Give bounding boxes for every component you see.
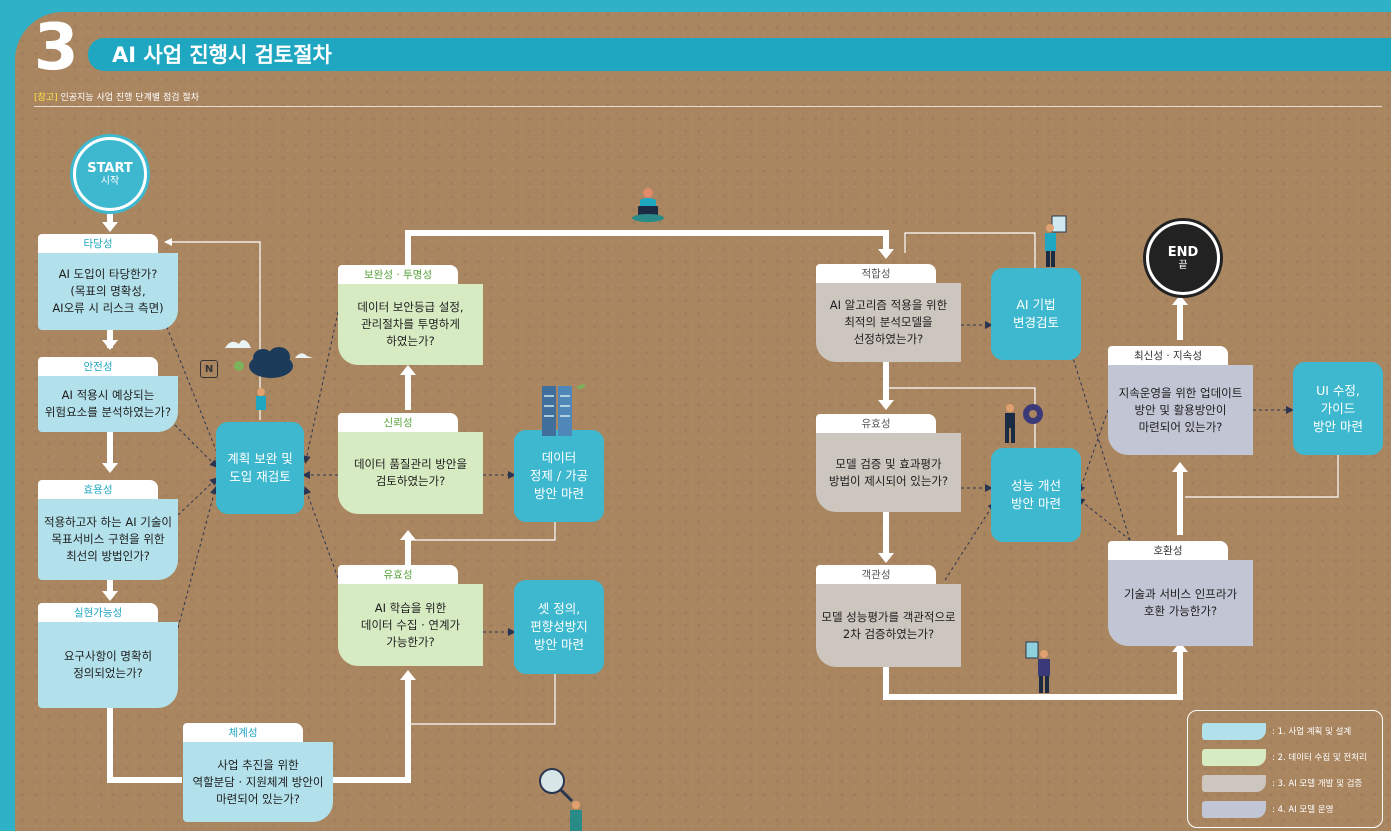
end-node: END 끝 [1146,221,1220,295]
card-validity: AI 도입이 타당한가? (목표의 명확성, AI오류 시 리스크 측면) [38,253,178,330]
card-objectivity: 모델 성능평가를 객관적으로 2차 검증하였는가? [816,584,961,667]
tab-feasibility: 실현가능성 [38,603,158,622]
legend-label: : 2. 데이터 수집 및 전처리 [1272,753,1367,763]
section-number: 3 [34,11,79,85]
tab-suitability: 적합성 [816,264,936,283]
tab-validity: 타당성 [38,234,158,253]
legend-item: : 3. AI 모델 개발 및 검증 [1202,775,1382,793]
cloud-network-illustration [225,340,313,410]
box-plan-review: 계획 보완 및 도입 재검토 [216,422,304,514]
card-reliability: 데이터 품질관리 방안을 검토하였는가? [338,432,483,514]
person-gear-illustration [1005,404,1043,443]
subtitle-text: 인공지능 사업 진행 단계별 점검 절차 [60,93,199,103]
person-laptop-illustration [632,188,664,222]
tab-objectivity: 객관성 [816,565,936,584]
tab-compat: 호환성 [1108,541,1228,560]
box-data-prep: 데이터 정제 / 가공 방안 마련 [514,430,604,522]
legend-label: : 4. AI 모델 운영 [1272,805,1334,815]
header-divider [34,106,1382,107]
page-subtitle: [참고] 인공지능 사업 진행 단계별 점검 절차 [34,90,199,103]
card-feasibility: 요구사항이 명확히 정의되었는가? [38,622,178,708]
person-calculator-illustration [1025,641,1050,693]
card-efficiency: 적용하고자 하는 AI 기술이 목표서비스 구현을 위한 최선의 방법인가? [38,499,178,580]
legend-swatch [1202,801,1266,818]
title-bar [88,38,1391,71]
tab-safety: 안전성 [38,357,158,376]
tab-efficiency: 효용성 [38,480,158,499]
end-sub: 끝 [1178,259,1188,271]
legend-swatch [1202,749,1266,766]
tab-security: 보완성 · 투명성 [338,265,458,284]
legend-item: : 2. 데이터 수집 및 전처리 [1202,749,1382,767]
box-performance: 성능 개선 방안 마련 [991,448,1081,542]
legend-item: : 4. AI 모델 운영 [1202,801,1382,819]
box-technique-review: AI 기법 변경검토 [991,268,1081,360]
legend: : 1. 사업 계획 및 설계 : 2. 데이터 수집 및 전처리 : 3. A… [1187,710,1383,828]
card-effectiveness: 모델 검증 및 효과평가 방법이 제시되어 있는가? [816,433,961,512]
tab-effectiveness: 유효성 [816,414,936,433]
card-compat: 기술과 서비스 인프라가 호환 가능한가? [1108,560,1253,646]
person-magnifier-illustration [539,768,582,831]
tab-reliability: 신뢰성 [338,413,458,432]
box-set-definition: 셋 정의, 편향성방지 방안 마련 [514,580,604,674]
card-systematic: 사업 추진을 위한 역할분담 · 지원체계 방안이 마련되어 있는가? [183,742,333,822]
tab-recency: 최신성 · 지속성 [1108,346,1228,365]
tab-usefulness: 유효성 [338,565,458,584]
server-illustration [542,384,586,436]
person-clipboard-illustration [1045,215,1067,267]
legend-item: : 1. 사업 계획 및 설계 [1202,723,1382,741]
card-usefulness: AI 학습을 위한 데이터 수집 · 연계가 가능한가? [338,584,483,666]
legend-label: : 1. 사업 계획 및 설계 [1272,727,1352,737]
n-badge: N [200,360,218,378]
legend-swatch [1202,723,1266,740]
legend-label: : 3. AI 모델 개발 및 검증 [1272,779,1363,789]
subtitle-bracket: [참고] [34,93,58,103]
start-label: START [87,160,133,176]
card-safety: AI 적용시 예상되는 위험요소를 분석하였는가? [38,376,178,432]
start-node: START 시작 [73,137,147,211]
card-suitability: AI 알고리즘 적용을 위한 최적의 분석모델을 선정하였는가? [816,283,961,362]
page-title: AI 사업 진행시 검토절차 [112,43,332,67]
end-label: END [1167,244,1199,260]
tab-systematic: 체계성 [183,723,303,742]
start-sub: 시작 [100,175,120,187]
card-recency: 지속운영을 위한 업데이트 방안 및 활용방안이 마련되어 있는가? [1108,365,1253,455]
card-security: 데이터 보안등급 설정, 관리절차를 투명하게 하였는가? [338,284,483,365]
legend-swatch [1202,775,1266,792]
box-ui-fix: UI 수정, 가이드 방안 마련 [1293,362,1383,455]
